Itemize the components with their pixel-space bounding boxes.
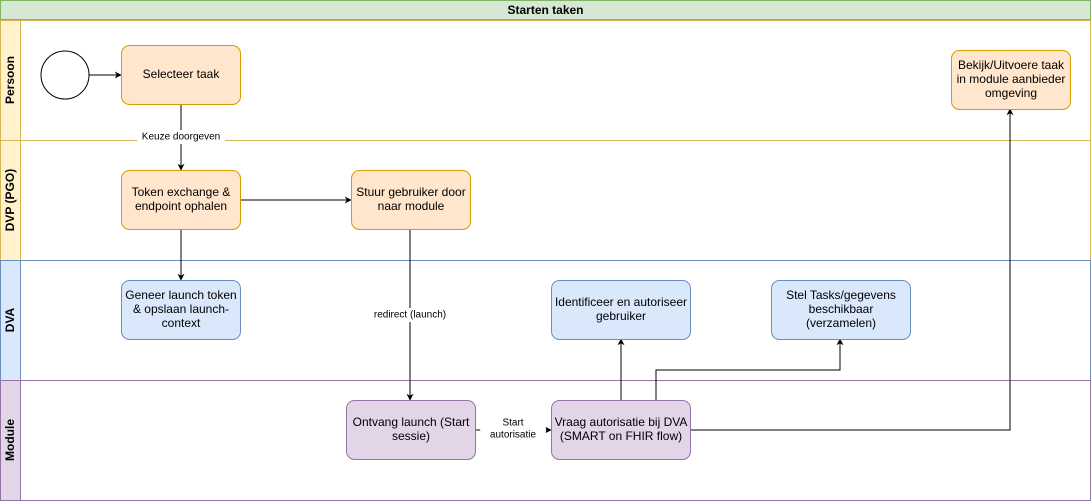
- task-label-genereer: Geneer launch token: [125, 288, 236, 302]
- task-box[interactable]: [346, 400, 476, 460]
- task-label-genereer: & opslaan launch-: [133, 302, 229, 316]
- edge-line: [690, 108, 1014, 431]
- task-box[interactable]: [951, 50, 1071, 110]
- task-box[interactable]: [121, 170, 241, 230]
- task-genereer[interactable]: Geneer launch token& opslaan launch-cont…: [121, 280, 241, 340]
- edge-label-text: autorisatie: [490, 430, 537, 441]
- task-label-bekijk: in module aanbieder: [957, 72, 1066, 86]
- task-box[interactable]: [121, 45, 241, 105]
- task-token[interactable]: Token exchange &endpoint ophalen: [121, 170, 241, 230]
- swimlane-label-dva: DVA: [3, 307, 17, 332]
- task-box[interactable]: [551, 400, 691, 460]
- task-label-identificeer: gebruiker: [596, 309, 646, 323]
- edge-label-stuur-ontvang: redirect (launch): [360, 308, 460, 322]
- task-box[interactable]: [771, 280, 911, 340]
- edge-label-text: Start: [502, 418, 523, 429]
- task-label-token: endpoint ophalen: [135, 199, 227, 213]
- edge-line: [655, 338, 844, 400]
- task-box[interactable]: [351, 170, 471, 230]
- task-label-stuur: naar module: [378, 199, 445, 213]
- swimlane-label-module: Module: [3, 419, 17, 461]
- task-label-vraag: Vraag autorisatie bij DVA: [555, 415, 688, 429]
- task-label-stuur: Stuur gebruiker door: [356, 185, 465, 199]
- task-box[interactable]: [121, 280, 241, 340]
- diagram-title: Starten taken: [507, 3, 583, 17]
- edge-vraag-stel: [655, 338, 844, 400]
- edge-label-text: redirect (launch): [374, 310, 446, 321]
- diagram-title-bar: Starten taken: [0, 0, 1091, 20]
- swimlane-label-dvp: DVP (PGO): [3, 169, 17, 231]
- start-event-circle[interactable]: [40, 50, 90, 100]
- task-label-ontvang: Ontvang launch (Start: [353, 415, 470, 429]
- task-selecteer[interactable]: Selecteer taak: [121, 45, 241, 105]
- swimlane-label-persoon: Persoon: [3, 56, 17, 104]
- task-label-stel: Stel Tasks/gegevens: [786, 288, 896, 302]
- task-label-token: Token exchange &: [132, 185, 231, 199]
- task-vraag[interactable]: Vraag autorisatie bij DVA(SMART on FHIR …: [551, 400, 691, 460]
- task-label-stel: beschikbaar: [809, 302, 874, 316]
- edge-label-selecteer-token: Keuze doorgeven: [137, 130, 225, 144]
- task-label-bekijk: Bekijk/Uitvoere taak: [958, 58, 1065, 72]
- task-label-genereer: context: [162, 316, 201, 330]
- task-label-ontvang: sessie): [392, 429, 430, 443]
- task-label-stel: (verzamelen): [806, 316, 876, 330]
- task-label-bekijk: omgeving: [985, 86, 1037, 100]
- task-label-selecteer: Selecteer taak: [143, 67, 221, 81]
- task-stel[interactable]: Stel Tasks/gegevensbeschikbaar(verzamele…: [771, 280, 911, 340]
- task-label-identificeer: Identificeer en autoriseer: [555, 295, 687, 309]
- task-label-vraag: (SMART on FHIR flow): [560, 429, 682, 443]
- task-box[interactable]: [551, 280, 691, 340]
- edge-label-text: Keuze doorgeven: [142, 132, 220, 143]
- edge-vraag-bekijk: [690, 108, 1014, 431]
